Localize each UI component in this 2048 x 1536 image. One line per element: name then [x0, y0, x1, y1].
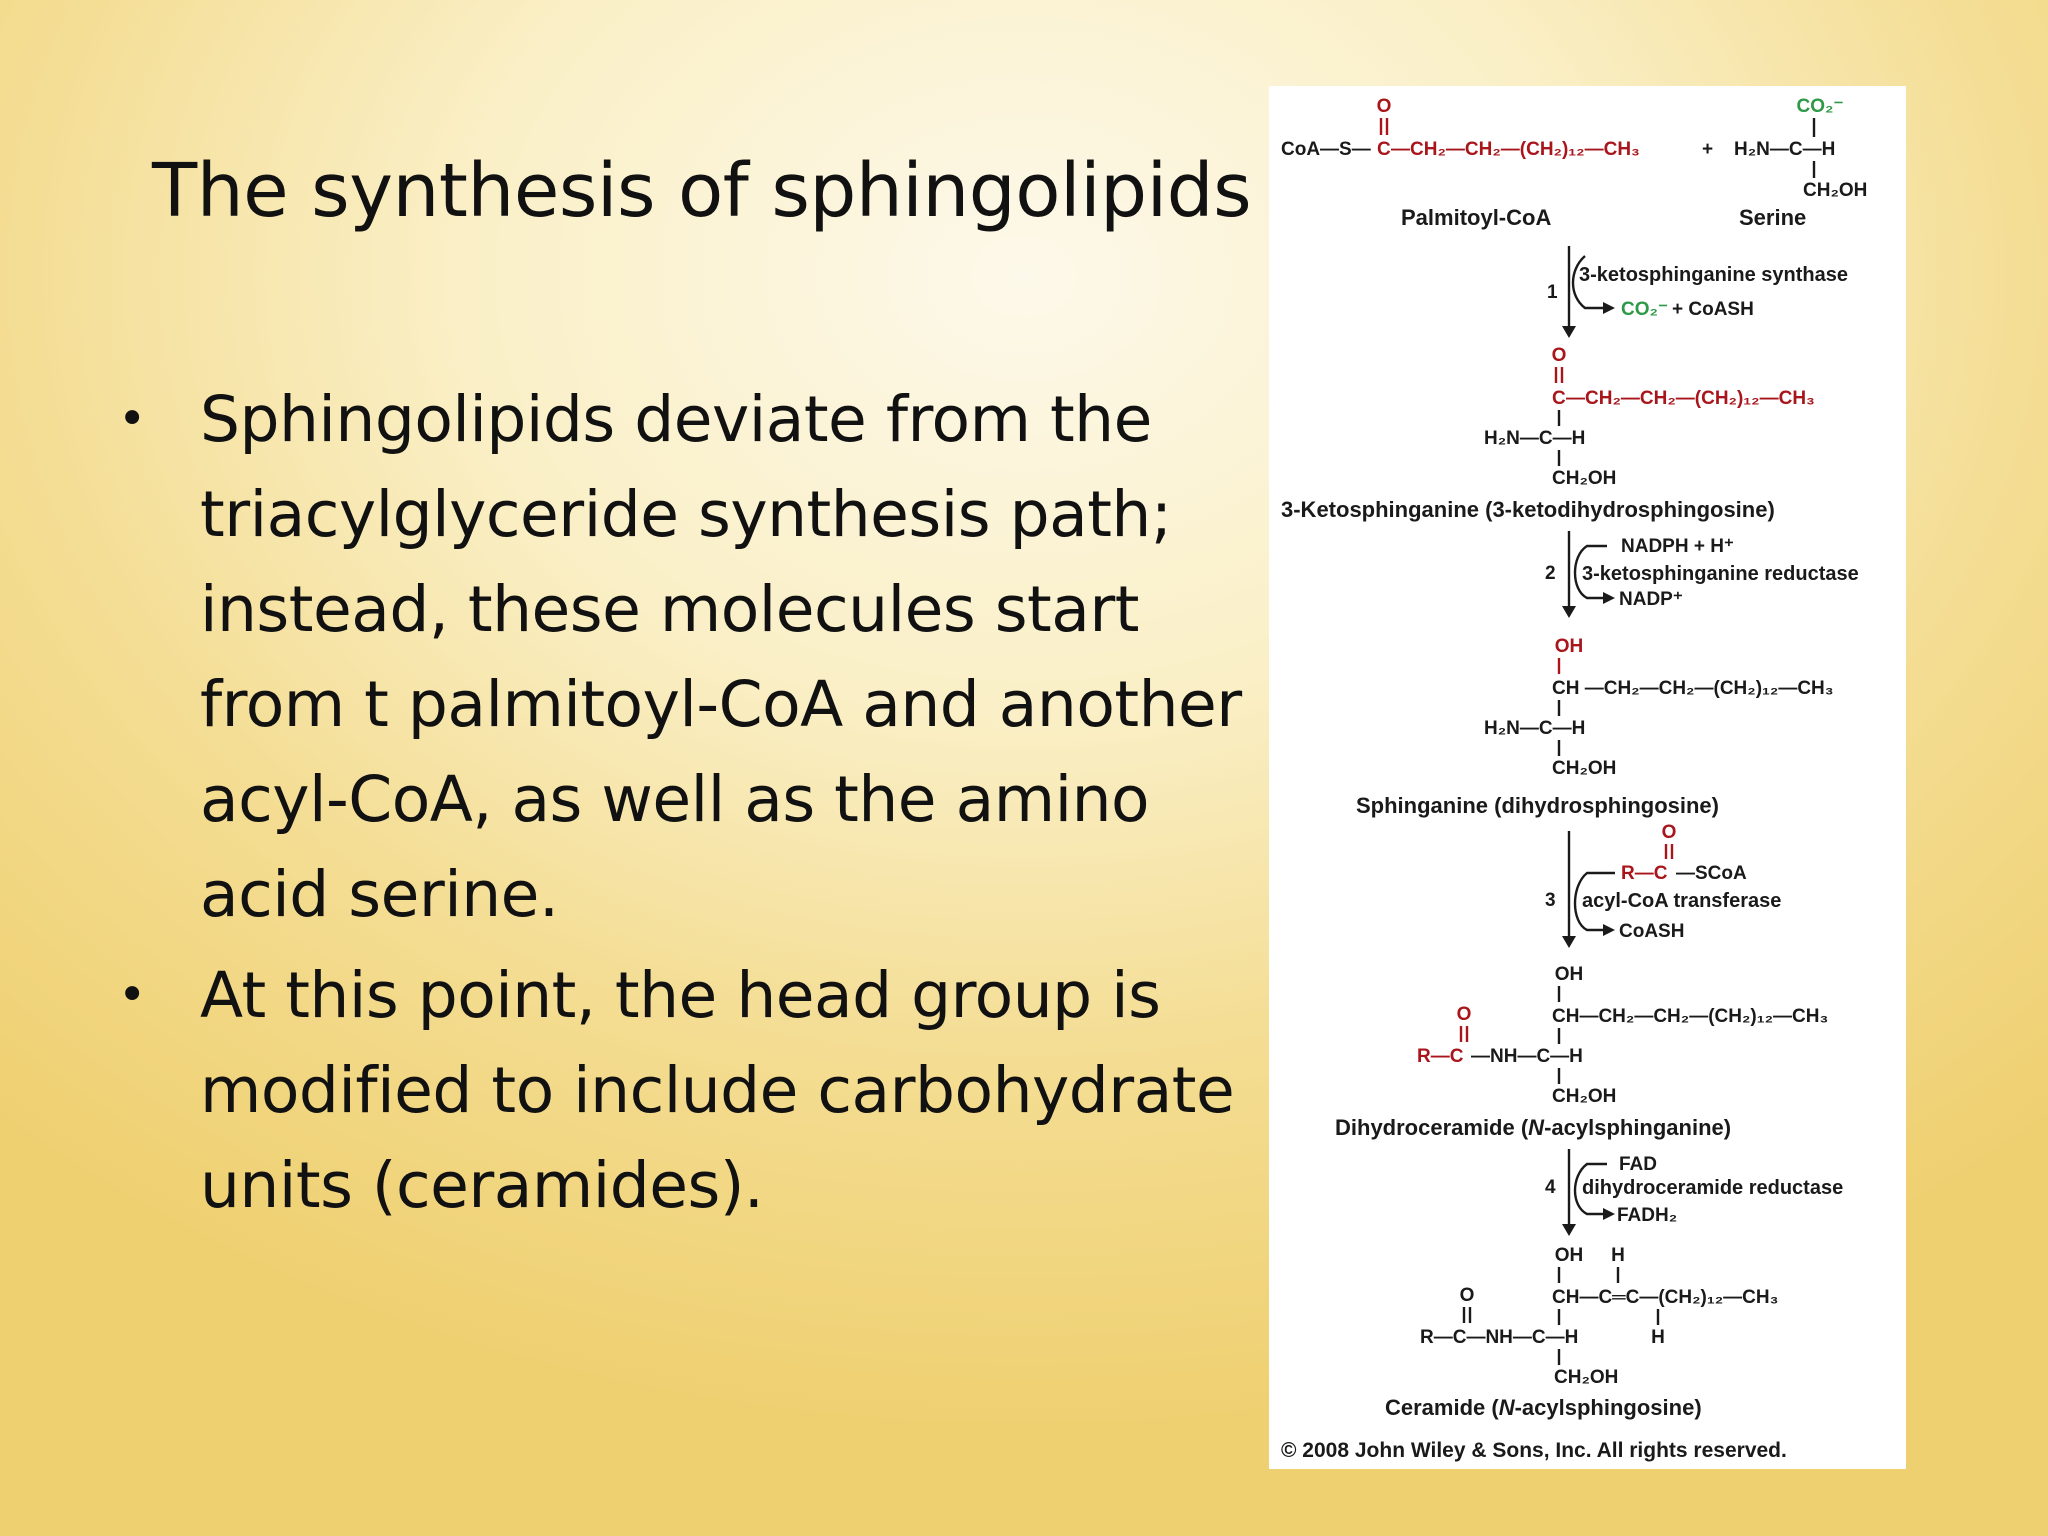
ceramide-chain: CH—C═C—(CH₂)₁₂—CH₃ — [1552, 1287, 1778, 1308]
dihydroceramide-hydroxyl: OH — [1555, 964, 1584, 985]
ceramide-side-chain: CH₂OH — [1554, 1367, 1618, 1388]
step-2-number: 2 — [1545, 563, 1556, 584]
step-1-enzyme: 3-ketosphinganine synthase — [1579, 264, 1848, 286]
step-2-cofactor-in: NADPH + H⁺ — [1621, 536, 1734, 557]
palmitoyl-carbonyl-carbon: C — [1377, 139, 1391, 160]
ketosphinganine-chain: —CH₂—CH₂—(CH₂)₁₂—CH₃ — [1566, 388, 1815, 409]
bullet-text: Sphingolipids deviate from the triacylgl… — [200, 383, 1242, 931]
acyl-coa-r-group: R—C — [1621, 863, 1668, 884]
ketosphinganine-amine: H₂N—C—H — [1484, 428, 1585, 449]
dihydroceramide-label: Dihydroceramide (N-acylsphinganine) — [1335, 1115, 1731, 1140]
dihydroceramide-amide: —NH—C—H — [1471, 1046, 1583, 1067]
side-arrow-head — [1603, 592, 1615, 604]
step-1-product-coash: + CoASH — [1672, 299, 1754, 320]
acyl-coa-oxygen: O — [1662, 822, 1677, 843]
plus-sign: + — [1702, 139, 1713, 160]
side-arrow-head — [1603, 302, 1615, 314]
palmitoyl-chain-end: —CH₂—CH₂—(CH₂)₁₂—CH₃ — [1391, 139, 1640, 160]
pathway-diagram: O CoA—S— C —CH₂—CH₂—(CH₂)₁₂—CH₃ + CO₂⁻ H… — [1281, 96, 1867, 1462]
step-3-product: CoASH — [1619, 921, 1684, 942]
palmitoyl-coa-label: Palmitoyl-CoA — [1401, 205, 1551, 230]
ceramide-amide-oxygen: O — [1460, 1285, 1475, 1306]
step-4-enzyme: dihydroceramide reductase — [1582, 1177, 1843, 1199]
sphinganine-amine: H₂N—C—H — [1484, 718, 1585, 739]
reaction-arrow-head — [1562, 326, 1576, 338]
bullet-item: • Sphingolipids deviate from the triacyl… — [118, 372, 1258, 942]
step-4-cofactor-in: FAD — [1619, 1154, 1657, 1175]
sphinganine-chain: CH —CH₂—CH₂—(CH₂)₁₂—CH₃ — [1552, 678, 1834, 699]
dihydroceramide-side-chain: CH₂OH — [1552, 1086, 1616, 1107]
bullet-item: • At this point, the head group is modif… — [118, 948, 1258, 1233]
step-1-product-co2: CO₂⁻ — [1621, 299, 1668, 320]
sphinganine-side-chain: CH₂OH — [1552, 758, 1616, 779]
side-arrow-head — [1603, 1208, 1615, 1220]
serine-label: Serine — [1739, 205, 1806, 230]
step-1-number: 1 — [1547, 282, 1558, 303]
step-4-number: 4 — [1545, 1177, 1556, 1198]
side-arrow — [1573, 544, 1607, 600]
ceramide-hydroxyl: OH — [1555, 1245, 1584, 1266]
ceramide-alkene-h-top: H — [1611, 1245, 1625, 1266]
side-arrow — [1573, 871, 1615, 932]
serine-side-chain: CH₂OH — [1803, 180, 1867, 201]
dihydroceramide-acyl: R—C — [1417, 1046, 1464, 1067]
bullet-point-icon: • — [118, 391, 146, 447]
reaction-arrow-head — [1562, 936, 1576, 948]
step-2-enzyme: 3-ketosphinganine reductase — [1582, 563, 1859, 585]
serine-carboxylate: CO₂⁻ — [1797, 96, 1844, 117]
acyl-coa-scoa: —SCoA — [1676, 863, 1747, 884]
bullet-list: • Sphingolipids deviate from the triacyl… — [118, 372, 1258, 1239]
reaction-arrow-head — [1562, 1224, 1576, 1236]
slide-title: The synthesis of sphingolipids — [152, 148, 1252, 234]
step-2-cofactor-out: NADP⁺ — [1619, 589, 1683, 610]
side-arrow — [1571, 255, 1603, 310]
ceramide-label: Ceramide (N-acylsphingosine) — [1385, 1395, 1702, 1420]
ceramide-amide: R—C—NH—C—H — [1420, 1327, 1578, 1348]
sphinganine-hydroxyl: OH — [1555, 636, 1584, 657]
amide-oxygen: O — [1457, 1004, 1472, 1025]
palmitoyl-carbonyl-oxygen: O — [1377, 96, 1392, 117]
side-arrow — [1573, 1162, 1607, 1216]
palmitoyl-chain-start: CoA—S— — [1281, 139, 1371, 160]
serine-amine: H₂N—C—H — [1734, 139, 1835, 160]
side-arrow-head — [1603, 924, 1615, 936]
copyright-notice: © 2008 John Wiley & Sons, Inc. All right… — [1281, 1439, 1787, 1462]
bullet-text: At this point, the head group is modifie… — [200, 959, 1235, 1222]
dihydroceramide-chain: CH—CH₂—CH₂—(CH₂)₁₂—CH₃ — [1552, 1006, 1828, 1027]
bullet-point-icon: • — [118, 967, 146, 1023]
pathway-figure: O CoA—S— C —CH₂—CH₂—(CH₂)₁₂—CH₃ + CO₂⁻ H… — [1269, 86, 1906, 1469]
ceramide-alkene-h-bottom: H — [1651, 1327, 1665, 1348]
step-4-cofactor-out: FADH₂ — [1617, 1205, 1677, 1226]
sphinganine-label: Sphinganine (dihydrosphingosine) — [1356, 793, 1719, 818]
ketosphinganine-side-chain: CH₂OH — [1552, 468, 1616, 489]
ketone-carbon: C — [1552, 388, 1566, 409]
step-3-number: 3 — [1545, 890, 1556, 911]
reaction-arrow-head — [1562, 606, 1576, 618]
ketone-oxygen: O — [1552, 345, 1567, 366]
ketosphinganine-label: 3-Ketosphinganine (3-ketodihydrosphingos… — [1281, 497, 1775, 522]
step-3-enzyme: acyl-CoA transferase — [1582, 890, 1781, 912]
